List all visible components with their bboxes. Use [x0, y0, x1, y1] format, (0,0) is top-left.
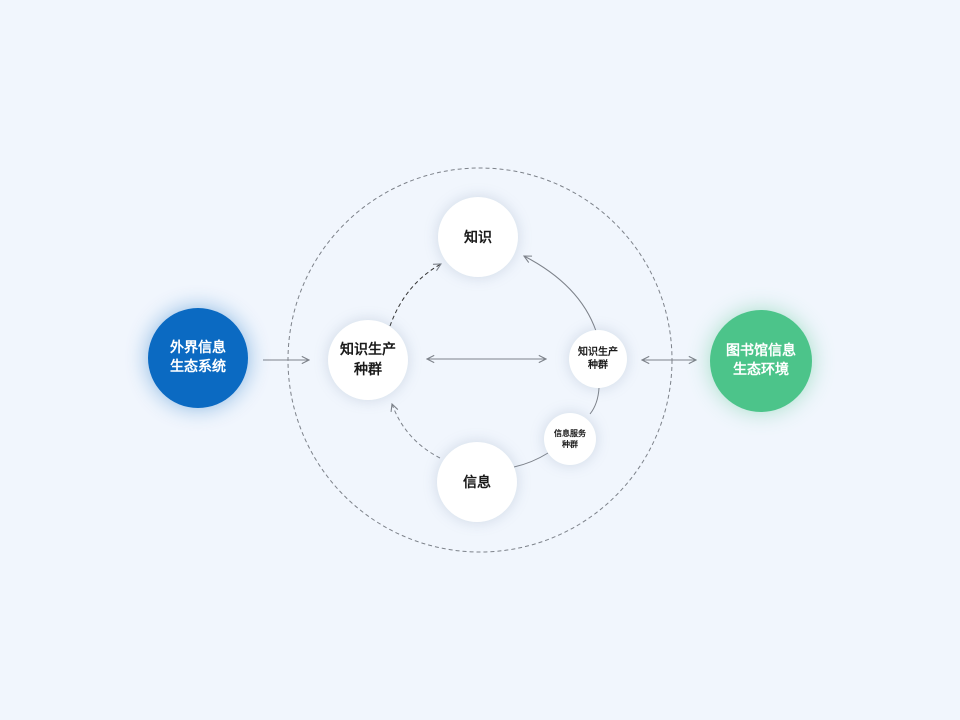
knowledge-producers-right-node: 知识生产种群 — [569, 330, 627, 388]
knowledge-label: 知识 — [464, 230, 492, 246]
knowledge-node: 知识 — [438, 197, 518, 277]
library-environment-label: 图书馆信息生态环境 — [726, 343, 796, 378]
information-service-node: 信息服务种群 — [544, 413, 596, 465]
knowledge-producers-left-label: 知识生产种群 — [340, 342, 396, 378]
information-label: 信息 — [463, 475, 491, 491]
arc-producers-right-to-service — [589, 387, 600, 415]
external-ecosystem-node: 外界信息生态系统 — [148, 308, 248, 408]
information-service-label: 信息服务种群 — [554, 429, 586, 449]
library-environment-node: 图书馆信息生态环境 — [710, 310, 812, 412]
arc-service-to-information — [513, 452, 549, 468]
knowledge-producers-right-label: 知识生产种群 — [578, 347, 618, 371]
arrow-information-to-producers — [392, 404, 441, 459]
knowledge-producers-left-node: 知识生产种群 — [328, 320, 408, 400]
external-ecosystem-label: 外界信息生态系统 — [170, 340, 226, 375]
arrow-producers-to-knowledge — [389, 264, 441, 327]
arrow-producers-right-to-knowledge — [524, 256, 597, 332]
information-node: 信息 — [437, 442, 517, 522]
